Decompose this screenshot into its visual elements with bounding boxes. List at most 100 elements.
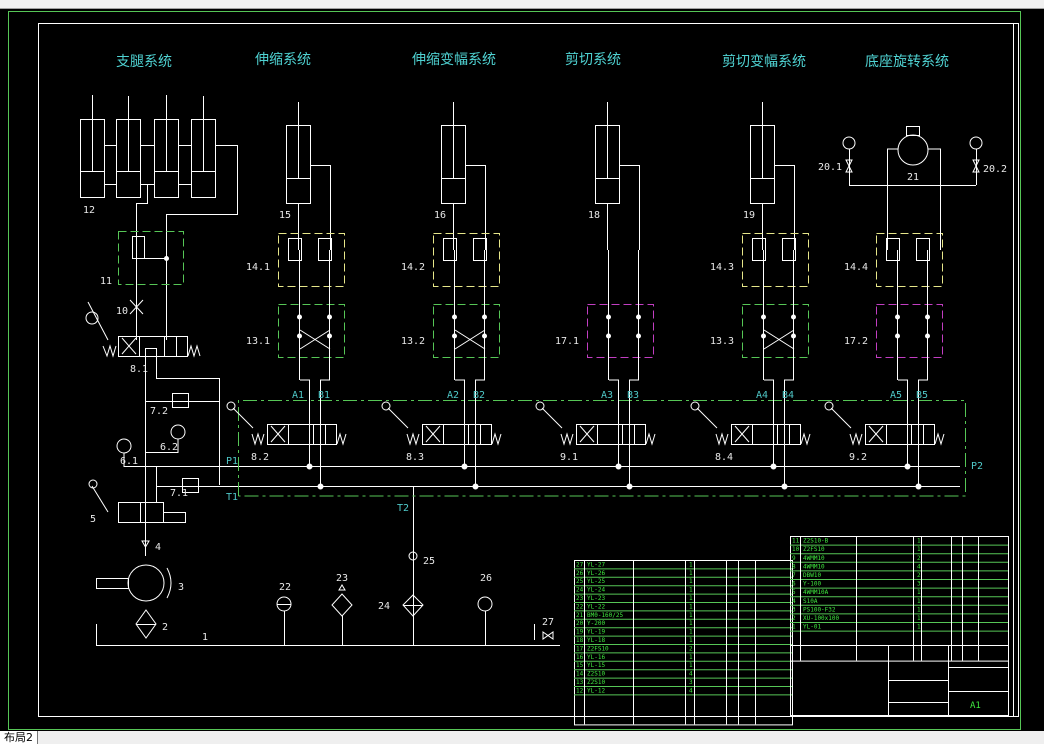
part-number: 14 bbox=[576, 671, 584, 678]
layout-tab-bar bbox=[0, 731, 1044, 744]
spring-icon bbox=[251, 432, 265, 446]
part-qty: 1 bbox=[689, 620, 693, 627]
part-code: YL-18 bbox=[587, 637, 605, 644]
part-code: YL-01 bbox=[803, 624, 821, 631]
label-8-1: 8.1 bbox=[130, 364, 148, 375]
part-number: 13 bbox=[576, 679, 584, 686]
inner-border-left-top bbox=[38, 23, 1019, 717]
part-qty: 1 bbox=[689, 629, 693, 636]
label-1: 1 bbox=[202, 632, 208, 643]
port-a2: A2 bbox=[447, 390, 459, 401]
title-shearing-system: 剪切系统 bbox=[565, 52, 621, 68]
port-a4: A4 bbox=[756, 390, 768, 401]
part-code: YL-15 bbox=[587, 662, 605, 669]
label-v14_2: 14.2 bbox=[401, 262, 425, 273]
part-code: Z2S10 bbox=[587, 679, 605, 686]
part-qty: 1 bbox=[689, 578, 693, 585]
label-c15: 15 bbox=[279, 210, 291, 221]
part-code: Y-100 bbox=[803, 581, 821, 588]
check-valve-icon bbox=[288, 238, 302, 261]
throttle-valve-block bbox=[876, 304, 943, 358]
sheet-size: A1 bbox=[970, 701, 981, 711]
part-code: YL-19 bbox=[587, 629, 605, 636]
label-6-1: 6.1 bbox=[120, 456, 138, 467]
balance-valve-block bbox=[278, 304, 345, 358]
label-26: 26 bbox=[480, 573, 492, 584]
part-qty: 1 bbox=[689, 637, 693, 644]
pressure-gauge-6-2 bbox=[170, 424, 186, 440]
layout-tab[interactable]: 布局2 bbox=[0, 731, 38, 744]
title-outrigger-system: 支腿系统 bbox=[116, 54, 172, 70]
part-code: Y-200 bbox=[587, 620, 605, 627]
lever-knob-icon bbox=[690, 401, 700, 411]
part-code: PS100-F32 bbox=[803, 606, 836, 613]
spring-icon bbox=[800, 432, 811, 446]
port-a5: A5 bbox=[890, 390, 902, 401]
label-4: 4 bbox=[155, 542, 161, 553]
part-qty: 4 bbox=[689, 671, 693, 678]
part-number: 26 bbox=[576, 570, 584, 577]
part-qty: 2 bbox=[689, 645, 693, 652]
part-qty: 1 bbox=[917, 606, 921, 613]
part-qty: 1 bbox=[689, 570, 693, 577]
directional-valve bbox=[865, 424, 935, 445]
part-number: 21 bbox=[576, 612, 584, 619]
part-code: XU-100x100 bbox=[803, 615, 840, 622]
lever-handle bbox=[541, 407, 563, 429]
part-code: Z2S10-B bbox=[803, 538, 829, 545]
pump-3 bbox=[127, 564, 165, 602]
label-v9_1: 9.1 bbox=[560, 452, 578, 463]
part-qty: 2 bbox=[917, 572, 921, 579]
label-v17_2: 17.2 bbox=[844, 336, 868, 347]
lever-knob-icon bbox=[824, 401, 834, 411]
part-qty: 1 bbox=[689, 587, 693, 594]
part-number: 9 bbox=[792, 555, 796, 562]
part-number: 24 bbox=[576, 587, 584, 594]
part-number: 16 bbox=[576, 654, 584, 661]
part-qty: 3 bbox=[689, 679, 693, 686]
port-b3: B3 bbox=[627, 390, 639, 401]
part-qty: 1 bbox=[917, 589, 921, 596]
part-number: 2 bbox=[792, 615, 796, 622]
part-number: 25 bbox=[576, 578, 584, 585]
spring-icon bbox=[560, 432, 574, 446]
throttle-valve-10-icon bbox=[129, 299, 144, 315]
part-qty: 1 bbox=[689, 612, 693, 619]
part-code: YL-23 bbox=[587, 595, 605, 602]
part-code: YL-22 bbox=[587, 603, 605, 610]
relief-valve-7-2 bbox=[172, 393, 189, 408]
spring-icon bbox=[645, 432, 656, 446]
part-qty: 4 bbox=[689, 687, 693, 694]
title-shear-luffing-system: 剪切变幅系统 bbox=[722, 54, 806, 70]
part-code: Z2FS10 bbox=[587, 645, 609, 652]
label-7-2: 7.2 bbox=[150, 406, 168, 417]
part-number: 20 bbox=[576, 620, 584, 627]
check-valve-icon bbox=[443, 238, 457, 261]
spring-icon bbox=[715, 432, 729, 446]
part-code: YL-27 bbox=[587, 561, 605, 568]
part-number: 1 bbox=[792, 624, 796, 631]
hydraulic-lock-block bbox=[876, 233, 943, 287]
check-valve-icon bbox=[886, 238, 900, 261]
spring-icon bbox=[491, 432, 502, 446]
part-qty: 1 bbox=[689, 595, 693, 602]
label-v13_1: 13.1 bbox=[246, 336, 270, 347]
label-v17_1: 17.1 bbox=[555, 336, 579, 347]
part-qty: 1 bbox=[689, 561, 693, 568]
part-number: 17 bbox=[576, 645, 584, 652]
part-code: 4WMM10 bbox=[803, 563, 825, 570]
spring-icon bbox=[849, 432, 863, 446]
label-5: 5 bbox=[90, 514, 96, 525]
title-telescopic-luffing-system: 伸缩变幅系统 bbox=[412, 52, 496, 68]
part-code: Z2S10 bbox=[587, 671, 605, 678]
part-number: 5 bbox=[792, 589, 796, 596]
part-number: 12 bbox=[576, 687, 584, 694]
label-v9_2: 9.2 bbox=[849, 452, 867, 463]
filter-2 bbox=[135, 609, 157, 639]
label-23: 23 bbox=[336, 573, 348, 584]
label-7-1: 7.1 bbox=[170, 488, 188, 499]
part-qty: 1 bbox=[917, 615, 921, 622]
